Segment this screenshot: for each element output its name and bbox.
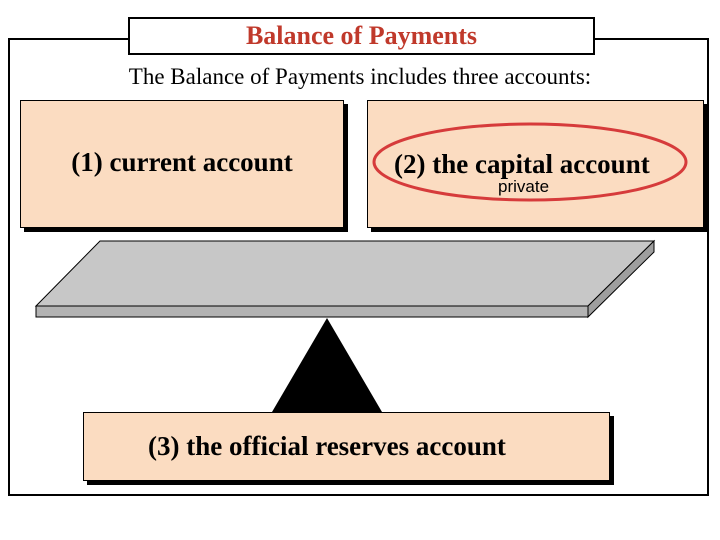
highlight-ellipse <box>372 122 688 202</box>
diagram-title: Balance of Payments <box>128 17 595 55</box>
official-reserves-account-label: (3) the official reserves account <box>148 431 506 461</box>
fulcrum-triangle <box>272 318 382 412</box>
seesaw-plank-top <box>34 240 656 307</box>
capital-account-label: (2) the capital account <box>394 149 650 179</box>
current-account-box: (1) current account <box>20 100 344 228</box>
seesaw-plank-front <box>35 305 589 318</box>
diagram-subtitle: The Balance of Payments includes three a… <box>128 64 592 89</box>
official-reserves-account-box: (3) the official reserves account <box>83 412 610 481</box>
current-account-label: (1) current account <box>71 147 293 177</box>
private-note: private <box>498 177 550 196</box>
capital-account-box: (2) the capital account private <box>367 100 704 228</box>
seesaw-plank-side <box>587 239 655 319</box>
